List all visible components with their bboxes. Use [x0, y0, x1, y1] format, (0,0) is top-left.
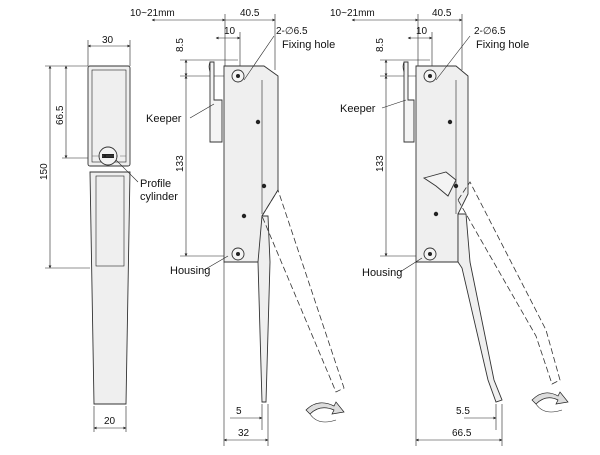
- label-profile: Profile: [140, 178, 171, 190]
- side-view-closed: 10~21mm 40.5 10 8.5 133 2: [130, 8, 345, 446]
- rotation-arrow-icon: [305, 401, 345, 423]
- label-keeper-b: Keeper: [340, 103, 376, 115]
- hole-spec-a: 2-∅6.5: [276, 26, 308, 37]
- label-housing-b: Housing: [362, 267, 402, 279]
- front-housing: [87, 65, 131, 167]
- label-fixing-hole-b: Fixing hole: [476, 39, 529, 51]
- hole-spec-b: 2-∅6.5: [474, 26, 506, 37]
- dim-bottom-32-a: 32: [238, 428, 250, 439]
- dim-height-133-b: 133: [375, 155, 386, 172]
- label-fixing-hole-a: Fixing hole: [282, 39, 335, 51]
- dim-bottom-5-a: 5: [236, 406, 242, 417]
- keeper-a: [209, 61, 223, 143]
- dim-offset-8-5-b: 8.5: [375, 38, 386, 52]
- label-keeper-a: Keeper: [146, 113, 182, 125]
- dim-bottom-66-5-b: 66.5: [452, 428, 472, 439]
- dim-offset-10-b: 10: [416, 26, 428, 37]
- dim-width-top: 30: [102, 35, 114, 46]
- dim-bottom-5-5-b: 5.5: [456, 406, 470, 417]
- front-handle: [89, 171, 131, 405]
- side-view-open: 10~21mm 40.5 10 8.5 133: [330, 8, 569, 446]
- handle-closed-b: [457, 213, 503, 403]
- dim-offset-8-5-a: 8.5: [175, 38, 186, 52]
- keeper-b: [403, 61, 415, 143]
- handle-open-dashed-a: [261, 189, 345, 393]
- front-view: 30 66.5 150 Profile cylinder 20: [39, 35, 178, 432]
- dim-width-a: 40.5: [240, 8, 260, 19]
- dim-width-b: 40.5: [432, 8, 452, 19]
- dim-keeper-range-b: 10~21mm: [330, 8, 375, 19]
- label-cylinder: cylinder: [140, 191, 178, 203]
- label-housing-a: Housing: [170, 265, 210, 277]
- rotation-arrow-icon: [531, 391, 569, 413]
- dim-total-height: 150: [39, 163, 50, 180]
- housing-b: [415, 65, 469, 263]
- dim-height-cylinder: 66.5: [55, 105, 66, 125]
- handle-open-dashed-b: [457, 181, 561, 385]
- dim-keeper-range-a: 10~21mm: [130, 8, 175, 19]
- latch-hook-b: [422, 171, 457, 197]
- handle-closed-a: [257, 215, 271, 403]
- housing-a: [223, 65, 279, 263]
- dim-offset-10-a: 10: [224, 26, 236, 37]
- dim-width-bottom: 20: [104, 416, 116, 427]
- dim-height-133-a: 133: [175, 155, 186, 172]
